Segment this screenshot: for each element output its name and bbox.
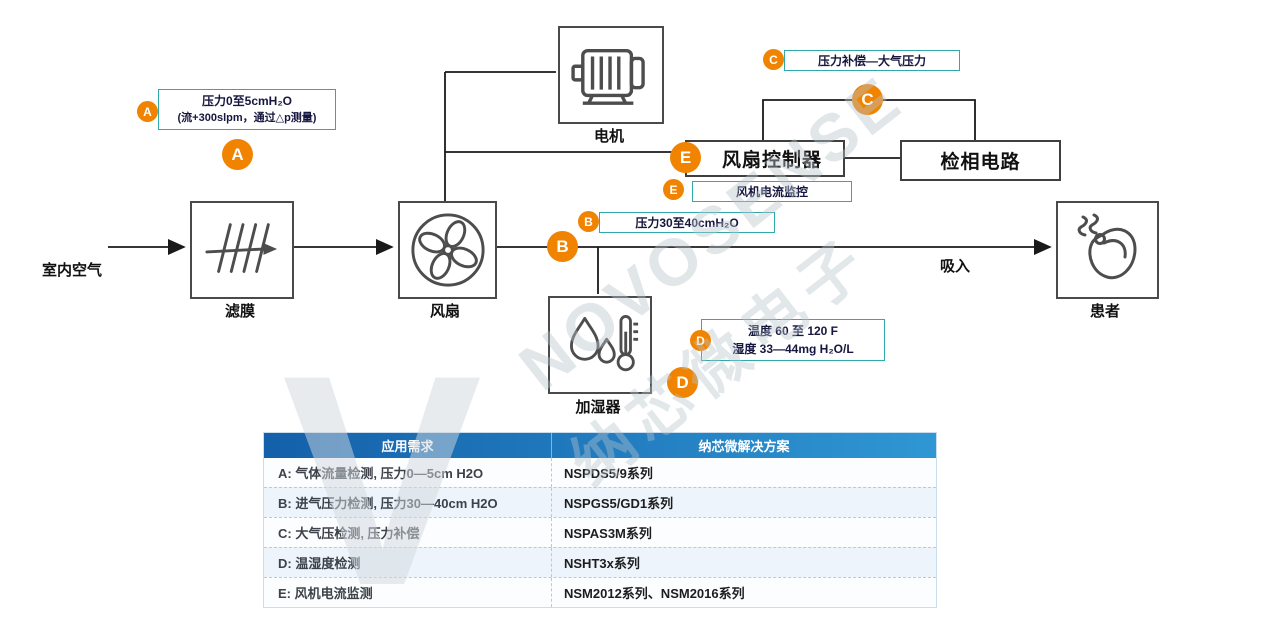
filter-node xyxy=(190,201,294,299)
phase-detect-label: 检相电路 xyxy=(940,152,1021,173)
patient-label: 患者 xyxy=(1089,303,1120,320)
motor-icon xyxy=(569,40,653,110)
callout-d-line2: 湿度 33—44mg H₂O/L xyxy=(732,342,854,356)
callout-b-badge: B xyxy=(578,211,599,232)
filter-label: 滤膜 xyxy=(224,303,255,320)
solution-cell: NSHT3x系列 xyxy=(551,548,936,577)
callout-a-badge: A xyxy=(137,101,158,122)
patient-node xyxy=(1056,201,1159,299)
humidifier-label: 加湿器 xyxy=(575,399,621,416)
callout-e-badge: E xyxy=(663,179,684,200)
table-header-row: 应用需求 纳芯微解决方案 xyxy=(264,433,936,458)
motor-label: 电机 xyxy=(593,128,624,145)
requirement-cell: B: 进气压力检测, 压力30—40cm H2O xyxy=(278,496,498,511)
fan-controller-node: 风扇控制器 xyxy=(685,140,845,177)
requirement-cell: E: 风机电流监测 xyxy=(278,586,373,601)
solution-cell: NSPDS5/9系列 xyxy=(551,458,936,487)
callout-b: 压力30至40cmH₂O xyxy=(599,212,775,233)
callout-b-line1: 压力30至40cmH₂O xyxy=(635,216,739,230)
fan-icon xyxy=(409,211,487,289)
phase-detect-node: 检相电路 xyxy=(900,140,1061,181)
marker-e: E xyxy=(670,142,701,173)
callout-c-line1: 压力补偿—大气压力 xyxy=(817,54,926,68)
humidifier-icon xyxy=(560,309,640,381)
inhale-label: 吸入 xyxy=(940,258,971,275)
header-requirement: 应用需求 xyxy=(381,439,434,454)
callout-a-line2: (流+300slpm，通过△p测量) xyxy=(177,112,317,124)
fan-label: 风扇 xyxy=(429,303,460,320)
callout-d-line1: 温度 60 至 120 F xyxy=(747,324,839,338)
marker-a: A xyxy=(222,139,253,170)
inlet-air-label: 室内空气 xyxy=(42,262,103,279)
fan-controller-label: 风扇控制器 xyxy=(721,150,822,171)
humidifier-node xyxy=(548,296,652,394)
filter-icon xyxy=(203,218,281,282)
solution-cell: NSPGS5/GD1系列 xyxy=(551,488,936,517)
callout-d-badge: D xyxy=(690,330,711,351)
table-row: E: 风机电流监测 NSM2012系列、NSM2016系列 xyxy=(264,577,936,607)
table-row: B: 进气压力检测, 压力30—40cm H2O NSPGS5/GD1系列 xyxy=(264,487,936,517)
header-solution: 纳芯微解决方案 xyxy=(551,433,936,458)
solution-cell: NSM2012系列、NSM2016系列 xyxy=(551,578,936,607)
cpap-mask-icon xyxy=(1069,213,1147,287)
requirement-cell: C: 大气压检测, 压力补偿 xyxy=(278,526,420,541)
callout-c: 压力补偿—大气压力 xyxy=(784,50,960,71)
marker-b: B xyxy=(547,231,578,262)
solution-cell: NSPAS3M系列 xyxy=(551,518,936,547)
table-row: D: 温湿度检测 NSHT3x系列 xyxy=(264,547,936,577)
requirement-cell: D: 温湿度检测 xyxy=(278,556,361,571)
table-row: C: 大气压检测, 压力补偿 NSPAS3M系列 xyxy=(264,517,936,547)
requirement-cell: A: 气体流量检测, 压力0—5cm H2O xyxy=(278,466,484,481)
callout-c-badge: C xyxy=(763,49,784,70)
callout-a-line1: 压力0至5cmH₂O xyxy=(201,94,293,108)
marker-d: D xyxy=(667,367,698,398)
callout-a: 压力0至5cmH₂O (流+300slpm，通过△p测量) xyxy=(158,89,336,130)
fan-node xyxy=(398,201,497,299)
callout-e-line1: 风机电流监控 xyxy=(735,185,808,199)
motor-node xyxy=(558,26,664,124)
solutions-table: 应用需求 纳芯微解决方案 A: 气体流量检测, 压力0—5cm H2O NSPD… xyxy=(263,432,937,608)
table-row: A: 气体流量检测, 压力0—5cm H2O NSPDS5/9系列 xyxy=(264,458,936,487)
marker-c: C xyxy=(852,84,883,115)
callout-e: 风机电流监控 xyxy=(692,181,852,202)
callout-d: 温度 60 至 120 F 湿度 33—44mg H₂O/L xyxy=(701,319,885,361)
